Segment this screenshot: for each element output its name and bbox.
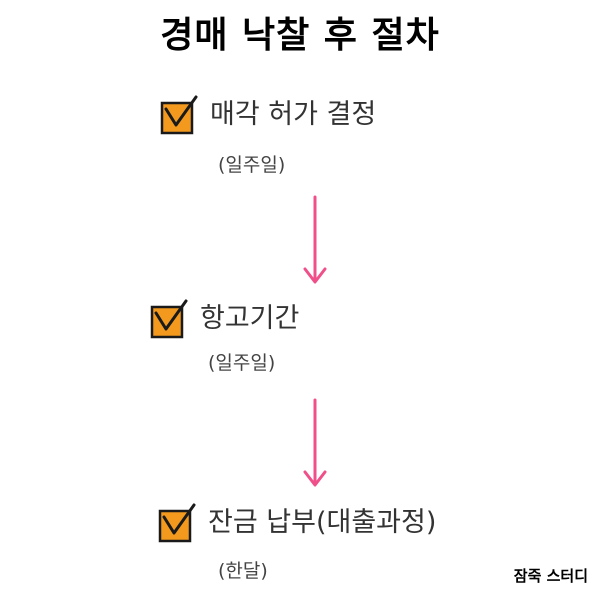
- checkbox-checked-icon: [150, 299, 188, 338]
- step-1-label: 매각 허가 결정: [210, 99, 377, 130]
- checkbox-checked-icon: [158, 503, 196, 542]
- arrow-down-icon: [303, 195, 327, 284]
- arrow-down-icon: [303, 398, 327, 487]
- step-3-duration: (한달): [218, 560, 268, 582]
- checkbox-checked-icon: [160, 95, 198, 134]
- step-1: 매각 허가 결정: [160, 92, 377, 134]
- watermark-text: 잠죽 스터디: [513, 567, 588, 585]
- step-1-duration: (일주일): [218, 154, 286, 176]
- step-2-label: 항고기간: [200, 303, 300, 334]
- step-3: 잔금 납부(대출과정): [158, 500, 437, 542]
- step-2-duration: (일주일): [208, 352, 276, 374]
- diagram-title: 경매 낙찰 후 절차: [160, 15, 440, 56]
- step-2: 항고기간: [150, 296, 300, 338]
- step-3-label: 잔금 납부(대출과정): [208, 507, 437, 538]
